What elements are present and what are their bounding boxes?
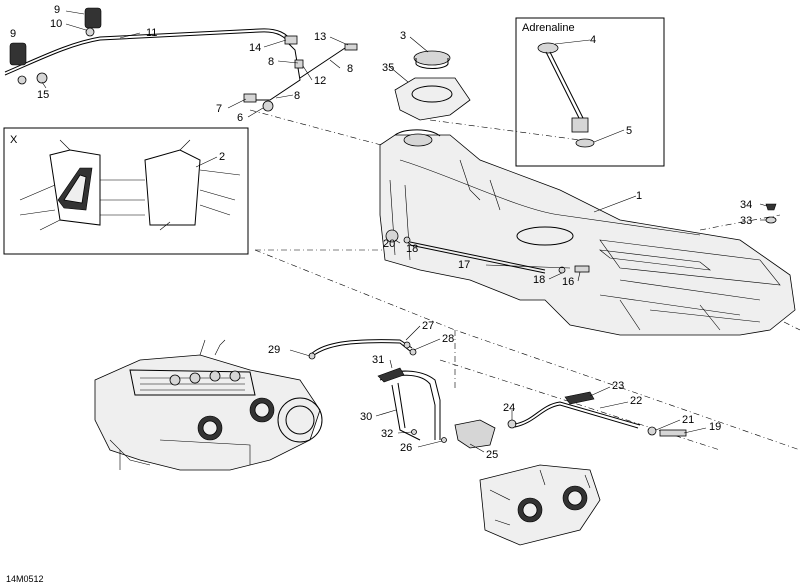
label-26: 26 xyxy=(400,442,412,454)
connector-14 xyxy=(284,35,298,45)
label-10: 10 xyxy=(50,18,62,30)
clip-9-top xyxy=(84,7,102,29)
check-valve-12 xyxy=(294,59,304,69)
label-3: 3 xyxy=(400,30,406,42)
label-21: 21 xyxy=(682,414,694,426)
sleeve-23 xyxy=(564,391,595,405)
clamp-27 xyxy=(403,341,411,349)
adrenaline-inset xyxy=(515,17,665,167)
label-19: 19 xyxy=(709,421,721,433)
label-9-left: 9 xyxy=(10,28,16,40)
label-5: 5 xyxy=(626,125,632,137)
callout-labels: 9 10 9 11 15 14 13 8 8 12 8 7 6 3 35 Adr… xyxy=(6,4,752,584)
fuel-pump-25 xyxy=(454,419,496,449)
label-13: 13 xyxy=(314,31,326,43)
clamp-24 xyxy=(507,419,517,429)
label-2: 2 xyxy=(219,151,225,163)
label-30: 30 xyxy=(360,411,372,423)
washer-33 xyxy=(765,216,777,224)
cap-bracket xyxy=(394,50,471,121)
fuel-tank-1 xyxy=(379,129,796,336)
label-8-c: 8 xyxy=(294,90,300,102)
label-29: 29 xyxy=(268,344,280,356)
inset-title: Adrenaline xyxy=(522,22,575,34)
fuel-cap-3 xyxy=(413,50,451,66)
label-33: 33 xyxy=(740,215,752,227)
clamp-32 xyxy=(411,429,417,435)
label-6: 6 xyxy=(237,112,243,124)
label-12: 12 xyxy=(314,75,326,87)
label-24: 24 xyxy=(503,402,515,414)
cap-4 xyxy=(537,42,559,54)
leader-lines xyxy=(41,10,768,453)
label-17: 17 xyxy=(458,259,470,271)
clamp-26 xyxy=(441,437,447,443)
label-35: 35 xyxy=(382,62,394,74)
label-1: 1 xyxy=(636,190,642,202)
detail-x-box xyxy=(3,127,249,255)
clip-9-left xyxy=(9,42,27,66)
connector-13 xyxy=(344,43,358,51)
detail-x-label: X xyxy=(10,134,18,146)
fitting-10 xyxy=(85,27,95,37)
drawing-code: 14M0512 xyxy=(6,574,44,584)
label-8-a: 8 xyxy=(268,56,274,68)
label-23: 23 xyxy=(612,380,624,392)
label-25: 25 xyxy=(486,449,498,461)
filter-16 xyxy=(574,265,590,273)
label-8-b: 8 xyxy=(347,63,353,75)
bracket-35 xyxy=(394,77,471,121)
vent-line-assembly xyxy=(4,7,358,112)
label-11: 11 xyxy=(146,27,157,39)
label-27: 27 xyxy=(422,320,434,332)
label-16: 16 xyxy=(562,276,574,288)
clamp-21 xyxy=(647,426,657,436)
tee-7 xyxy=(243,93,257,103)
label-22: 22 xyxy=(630,395,642,407)
grommet-20 xyxy=(385,229,399,243)
carburetors xyxy=(479,464,601,546)
label-18-a: 18 xyxy=(406,243,418,255)
clamp-28 xyxy=(409,348,417,356)
grommet-15 xyxy=(36,72,48,84)
tank-fuel-lines xyxy=(385,229,590,274)
label-28: 28 xyxy=(442,333,454,345)
engine-fuel-lines xyxy=(308,339,447,443)
label-9-top: 9 xyxy=(54,4,60,16)
nut-34 xyxy=(765,203,777,211)
sleeve-31 xyxy=(377,367,405,383)
label-31: 31 xyxy=(372,354,384,366)
connector-19 xyxy=(659,429,687,437)
fuel-pump-assembly xyxy=(454,391,687,449)
label-18-b: 18 xyxy=(533,274,545,286)
gauge-body xyxy=(571,117,589,133)
label-7: 7 xyxy=(216,103,222,115)
label-4: 4 xyxy=(590,34,596,46)
clamp-6 xyxy=(262,100,274,112)
grommet-15b xyxy=(17,75,27,85)
hardware-33-34 xyxy=(765,203,777,224)
clamp-18a xyxy=(403,236,411,244)
label-20: 20 xyxy=(383,238,395,250)
label-14: 14 xyxy=(249,42,261,54)
engine xyxy=(94,339,323,471)
label-15: 15 xyxy=(37,89,49,101)
label-34: 34 xyxy=(740,199,752,211)
gasket-5 xyxy=(575,138,595,148)
label-32: 32 xyxy=(381,428,393,440)
